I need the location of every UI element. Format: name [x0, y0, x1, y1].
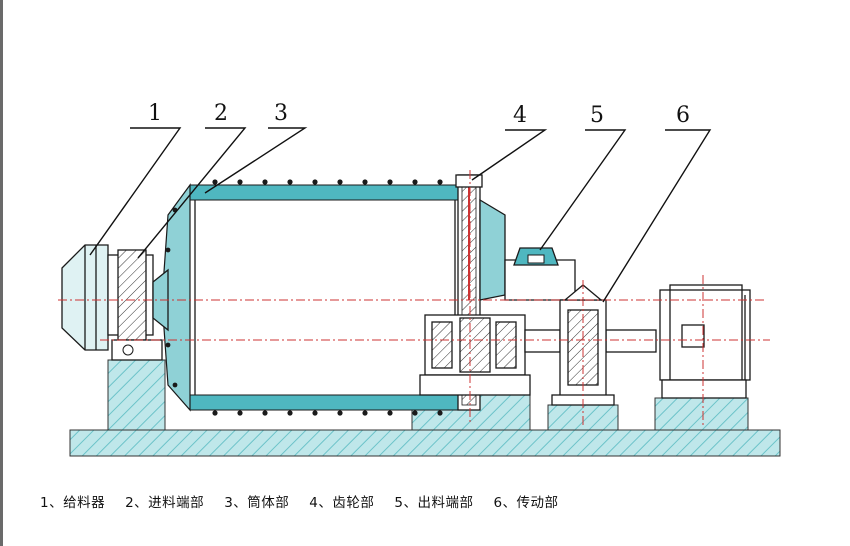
feed-end-trunnion — [107, 249, 169, 361]
callout-leaders — [89, 127, 712, 303]
callout-3: 3 — [274, 101, 288, 126]
motor — [659, 284, 751, 399]
centerlines — [58, 170, 770, 425]
parts-legend: 1、给料器 2、进料端部 3、筒体部 4、齿轮部 5、出料端部 6、传动部 — [40, 488, 840, 514]
callout-2: 2 — [214, 101, 228, 126]
mill-shell — [161, 179, 459, 416]
discharge-end — [479, 198, 576, 301]
page-edge-rule — [0, 0, 3, 546]
callout-numbers: 1 2 3 4 5 6 — [148, 101, 690, 128]
legend-item-shell: 3、筒体部 — [224, 495, 290, 511]
drive-shaft — [524, 329, 657, 353]
legend-item-feed-end: 2、进料端部 — [125, 495, 205, 511]
feeder — [61, 244, 109, 351]
callout-1: 1 — [148, 101, 162, 126]
callout-6: 6 — [676, 103, 690, 128]
pinion-assembly — [419, 314, 531, 396]
legend-item-gear: 4、齿轮部 — [309, 495, 375, 511]
callout-4: 4 — [513, 103, 527, 128]
callout-5: 5 — [590, 103, 604, 128]
legend-item-drive: 6、传动部 — [493, 495, 559, 511]
legend-item-discharge-end: 5、出料端部 — [394, 495, 474, 511]
legend-item-feeder: 1、给料器 — [40, 495, 106, 511]
